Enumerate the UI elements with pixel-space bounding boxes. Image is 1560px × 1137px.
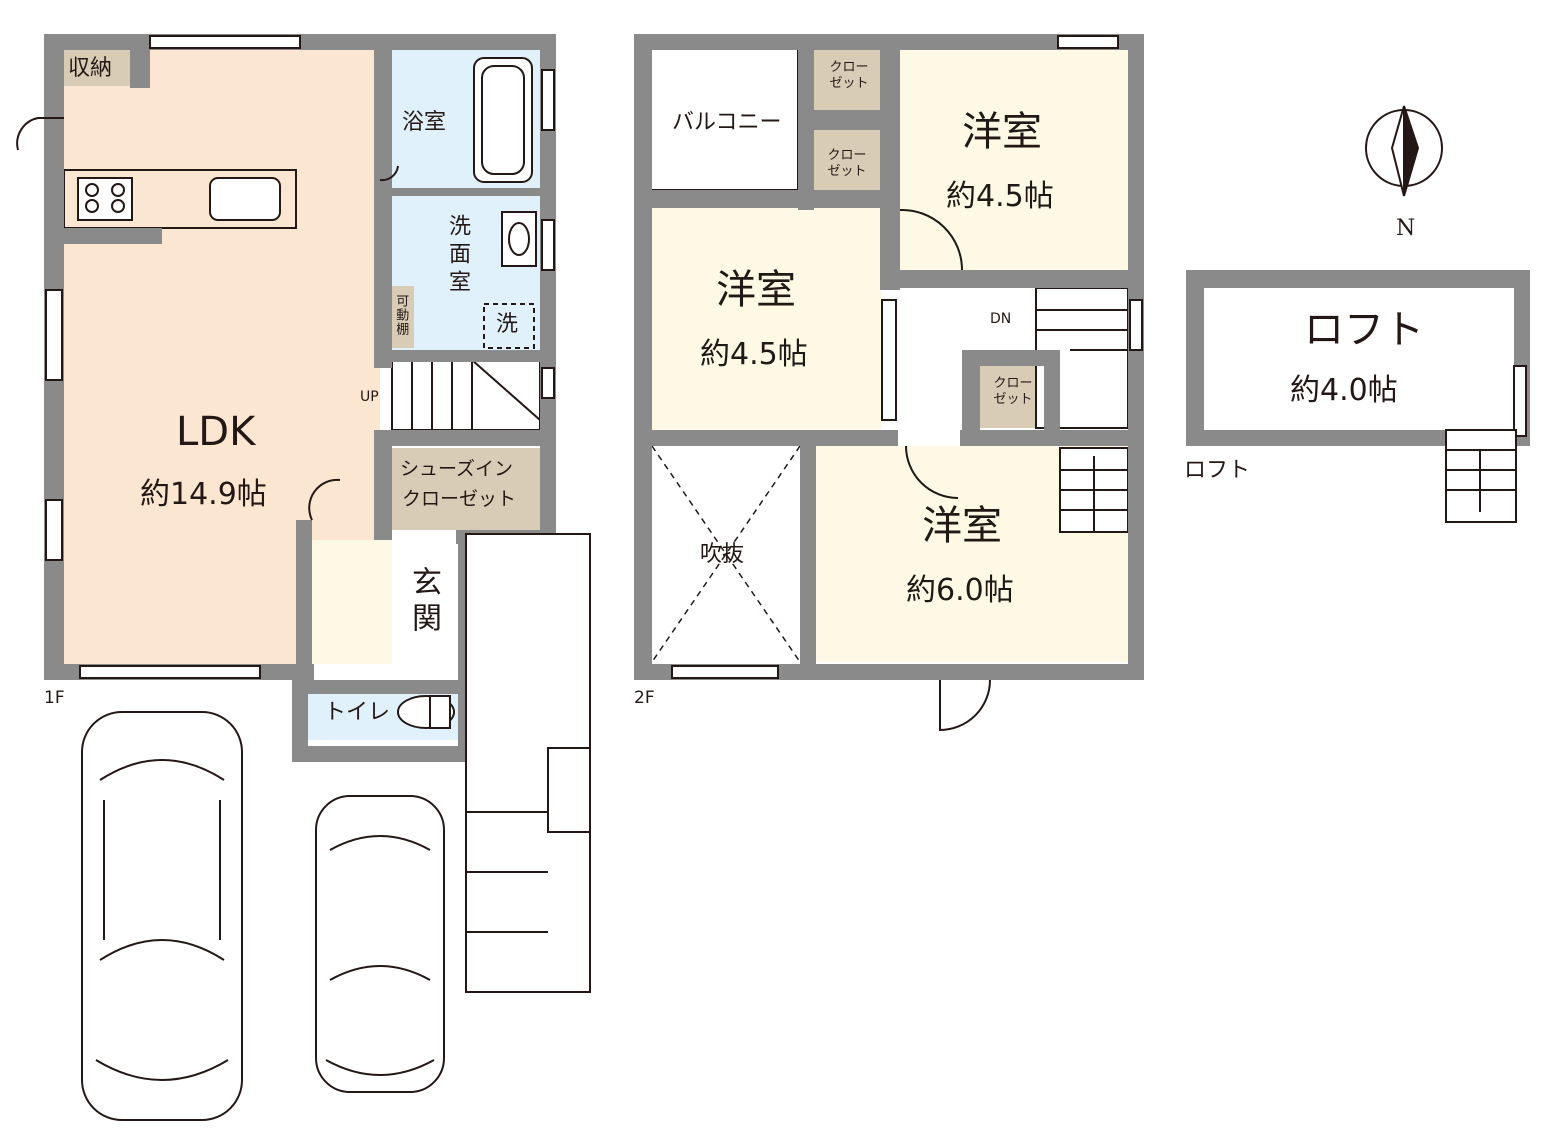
- shoe-closet-label-line2: クローゼット: [402, 488, 517, 510]
- shoe-closet-floor: [392, 448, 540, 530]
- doors-1f: [16, 117, 399, 521]
- windows-2f: [671, 35, 1143, 679]
- room-w-size: 約4.5帖: [700, 337, 808, 372]
- entrance-label: 玄関: [406, 566, 441, 638]
- ldk-name: LDK: [176, 409, 256, 455]
- walls-2f: [634, 34, 1144, 680]
- loft-size: 約4.0帖: [1290, 373, 1398, 408]
- movable-shelf-label: 可動棚: [393, 294, 409, 336]
- room-ne-floor: [900, 48, 1128, 270]
- floor2-label: 2F: [634, 688, 655, 708]
- closet-b-label-line1: クロー: [827, 148, 867, 163]
- closet-b-label: クロー ゼット: [816, 148, 878, 181]
- north-label: N: [1396, 216, 1416, 241]
- sink-icon: [209, 177, 281, 221]
- closet-c-floor: [980, 366, 1044, 428]
- closet-a-label-line1: クロー: [829, 60, 869, 75]
- stairs-dn-label: DN: [990, 311, 1012, 327]
- washer-space: [483, 303, 535, 349]
- north-compass-icon: [1365, 105, 1443, 197]
- car-small-icon: [315, 795, 445, 1093]
- bath-label: 浴室: [402, 110, 447, 135]
- void-label: 吹抜: [700, 542, 745, 567]
- approach-steps: [465, 533, 591, 993]
- storage-label: 収納: [68, 56, 113, 81]
- closet-a-floor: [814, 50, 884, 110]
- ldk-size: 約14.9帖: [140, 477, 267, 512]
- closet-a-label-line2: ゼット: [829, 76, 869, 92]
- loft-plan: [1186, 270, 1530, 523]
- closet-c-label-line2: ゼット: [993, 392, 1033, 408]
- closet-b-label-line2: ゼット: [827, 164, 867, 180]
- washer-label: 洗: [496, 312, 519, 337]
- storage-floor: [64, 48, 130, 86]
- car-large-icon: [81, 711, 243, 1121]
- room-s-size: 約6.0帖: [906, 573, 1014, 608]
- shoe-closet-label-line1: シューズイン: [400, 458, 514, 480]
- loft-name: ロフト: [1304, 307, 1424, 353]
- floor2-plan: [634, 34, 1144, 732]
- room-ne-name: 洋室: [962, 109, 1042, 155]
- movable-shelf-floor: [390, 286, 414, 348]
- closet-c-label-line1: クロー: [993, 376, 1033, 391]
- closet-c-label: クロー ゼット: [982, 376, 1044, 409]
- void-floor: [652, 446, 800, 662]
- bathtub-icon: [473, 57, 533, 183]
- room-ne-size: 約4.5帖: [946, 179, 1054, 214]
- loft-floor-label: ロフト: [1184, 458, 1251, 483]
- balcony-label: バルコニー: [672, 110, 782, 135]
- floor1-plan: [16, 34, 591, 1121]
- stairs-1f: [391, 359, 541, 431]
- stairs-up-label: UP: [360, 389, 379, 405]
- room-w-floor: [652, 208, 882, 430]
- room-s-name: 洋室: [922, 503, 1002, 549]
- loft-ladder: [1445, 429, 1517, 523]
- entry-hall-floor: [312, 540, 392, 664]
- stove-icon: [77, 177, 133, 221]
- wash-basin-icon: [501, 211, 537, 267]
- windows-1f: [45, 35, 555, 679]
- doors-2f: [899, 208, 991, 732]
- room-w-name: 洋室: [716, 267, 796, 313]
- washroom-label: 洗面室: [445, 214, 470, 298]
- closet-a-label: クロー ゼット: [818, 60, 880, 93]
- floor1-label: 1F: [44, 688, 65, 708]
- toilet-label: トイレ: [324, 700, 391, 725]
